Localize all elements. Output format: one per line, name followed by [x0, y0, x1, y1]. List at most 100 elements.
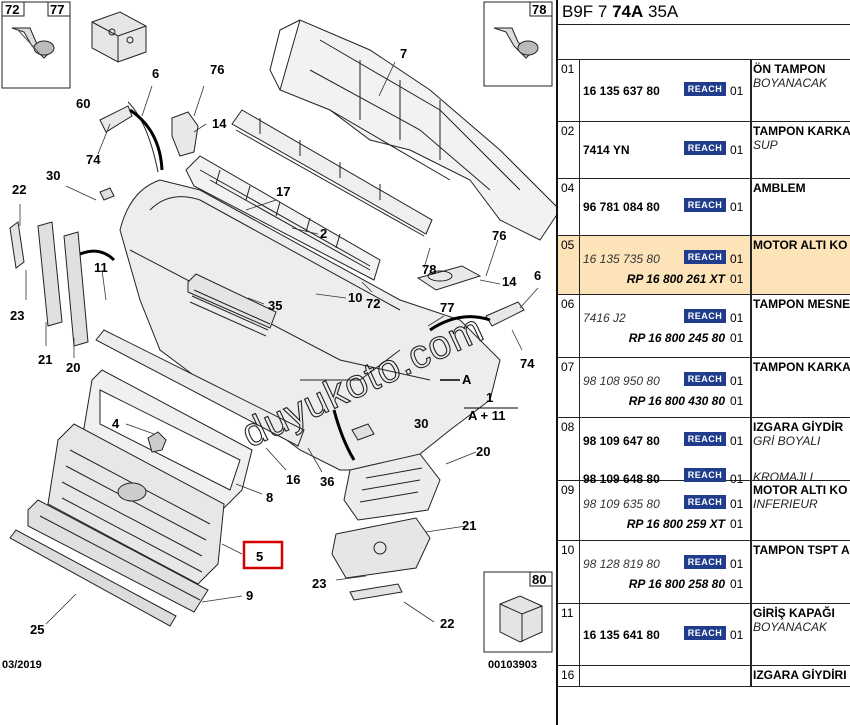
- callout-35[interactable]: 35: [268, 298, 282, 313]
- callout-22-right[interactable]: 22: [440, 616, 454, 631]
- callout-22[interactable]: 22: [12, 182, 26, 197]
- replacement-part-number[interactable]: RP 16 800 261 XT: [626, 272, 725, 286]
- callout-30[interactable]: 30: [46, 168, 60, 183]
- part-21-strip-left[interactable]: [37, 221, 63, 327]
- callout-30-right[interactable]: 30: [414, 416, 428, 431]
- replacement-part-number[interactable]: RP 16 800 259 XT: [626, 517, 725, 531]
- part-6-bracket-right[interactable]: [485, 301, 525, 327]
- part-35-grille[interactable]: [187, 273, 277, 337]
- part-14-bracket-left[interactable]: [171, 111, 199, 157]
- replacement-part-number[interactable]: RP 16 800 430 80: [628, 394, 725, 408]
- row-description-cell: TAMPON TSPT A: [751, 541, 850, 603]
- callout-60[interactable]: 60: [76, 96, 90, 111]
- quantity: 01: [730, 272, 744, 286]
- callout-74[interactable]: 74: [86, 152, 101, 167]
- part-7-carrier[interactable]: [269, 19, 556, 241]
- callout-6-right[interactable]: 6: [534, 268, 541, 283]
- part-21-fog-bezel[interactable]: [331, 517, 431, 579]
- part-25-skid[interactable]: [9, 529, 177, 627]
- row-index: 10: [558, 541, 580, 603]
- callout-72[interactable]: 72: [366, 296, 380, 311]
- part-60-clip[interactable]: [91, 11, 147, 63]
- diagram-canvas: 72 77 78 80 7 60 6 76 14 74 30 22 17 2 7…: [1, 1, 556, 671]
- part-variant-alt: KROMAJLI: [753, 470, 814, 480]
- part-22-strip-right[interactable]: [349, 583, 403, 601]
- callout-21[interactable]: 21: [38, 352, 52, 367]
- part-description: ÖN TAMPON: [753, 62, 826, 76]
- part-22-strip[interactable]: [9, 221, 25, 269]
- part-number[interactable]: 16 135 735 80: [583, 252, 660, 266]
- callout-10[interactable]: 10: [348, 290, 362, 305]
- part-number[interactable]: 98 108 950 80: [583, 374, 660, 388]
- callout-23[interactable]: 23: [10, 308, 24, 323]
- part-5-grille[interactable]: [47, 423, 225, 585]
- callout-36[interactable]: 36: [320, 474, 334, 489]
- quantity: 01: [730, 200, 744, 214]
- callout-14[interactable]: 14: [212, 116, 227, 131]
- callout-77[interactable]: 77: [440, 300, 454, 315]
- callout-23-right[interactable]: 23: [312, 576, 326, 591]
- callout-74-right[interactable]: 74: [520, 356, 535, 371]
- callout-1[interactable]: 1: [486, 390, 493, 405]
- part-16-trim[interactable]: [95, 329, 305, 447]
- callout-21-right[interactable]: 21: [462, 518, 476, 533]
- part-number[interactable]: 96 781 084 80: [583, 200, 660, 214]
- part-2-beam[interactable]: [231, 109, 433, 237]
- thumbnail-78[interactable]: [483, 1, 553, 87]
- part-4-emblem[interactable]: [147, 431, 167, 453]
- part-number[interactable]: 7416 J2: [583, 311, 626, 325]
- part-number[interactable]: 7414 YN: [583, 143, 630, 157]
- thumbnail-80[interactable]: [483, 571, 553, 653]
- part-20-fog-cover[interactable]: [343, 453, 441, 521]
- callout-8[interactable]: 8: [266, 490, 273, 505]
- part-20-strip-left[interactable]: [63, 231, 89, 347]
- part-9-lower-grille[interactable]: [27, 499, 209, 613]
- callout-20[interactable]: 20: [66, 360, 80, 375]
- callout-11[interactable]: 11: [94, 260, 108, 275]
- part-number-alt[interactable]: 98 109 648 80: [583, 472, 660, 486]
- callout-9[interactable]: 9: [246, 588, 253, 603]
- callout-7[interactable]: 7: [400, 46, 407, 61]
- callout-25[interactable]: 25: [30, 622, 44, 637]
- part-78-bracket-right[interactable]: [416, 265, 482, 291]
- callout-78[interactable]: 78: [422, 262, 436, 277]
- callout-5-selected[interactable]: 5: [256, 549, 263, 564]
- part-8-grille-frame[interactable]: [81, 369, 253, 511]
- callout-17[interactable]: 17: [276, 184, 290, 199]
- part-17-absorber[interactable]: [185, 155, 381, 281]
- callout-4[interactable]: 4: [112, 416, 120, 431]
- callout-6[interactable]: 6: [152, 66, 159, 81]
- callout-2[interactable]: 2: [320, 226, 327, 241]
- thumbnail-72-77[interactable]: [1, 1, 71, 89]
- callout-A-plus-11[interactable]: A + 11: [468, 408, 505, 423]
- part-number[interactable]: 16 135 641 80: [583, 628, 660, 642]
- callout-20-right[interactable]: 20: [476, 444, 490, 459]
- callout-14-right[interactable]: 14: [502, 274, 517, 289]
- part-6-bracket-left[interactable]: [99, 101, 159, 173]
- replacement-part-number[interactable]: RP 16 800 258 80: [628, 577, 725, 591]
- callout-A[interactable]: A: [462, 372, 472, 387]
- replacement-part-number[interactable]: RP 16 800 245 80: [628, 331, 725, 345]
- part-number[interactable]: 16 135 637 80: [583, 84, 660, 98]
- quantity: 01: [730, 628, 744, 642]
- part-number[interactable]: 98 109 647 80: [583, 434, 660, 448]
- part-30-cap[interactable]: [99, 187, 375, 441]
- thumb-label-72: 72: [5, 2, 19, 17]
- part-number[interactable]: 98 109 635 80: [583, 497, 660, 511]
- callout-76-right[interactable]: 76: [492, 228, 506, 243]
- part-number[interactable]: 98 128 819 80: [583, 557, 660, 571]
- callout-76[interactable]: 76: [210, 62, 224, 77]
- callout-16[interactable]: 16: [286, 472, 300, 487]
